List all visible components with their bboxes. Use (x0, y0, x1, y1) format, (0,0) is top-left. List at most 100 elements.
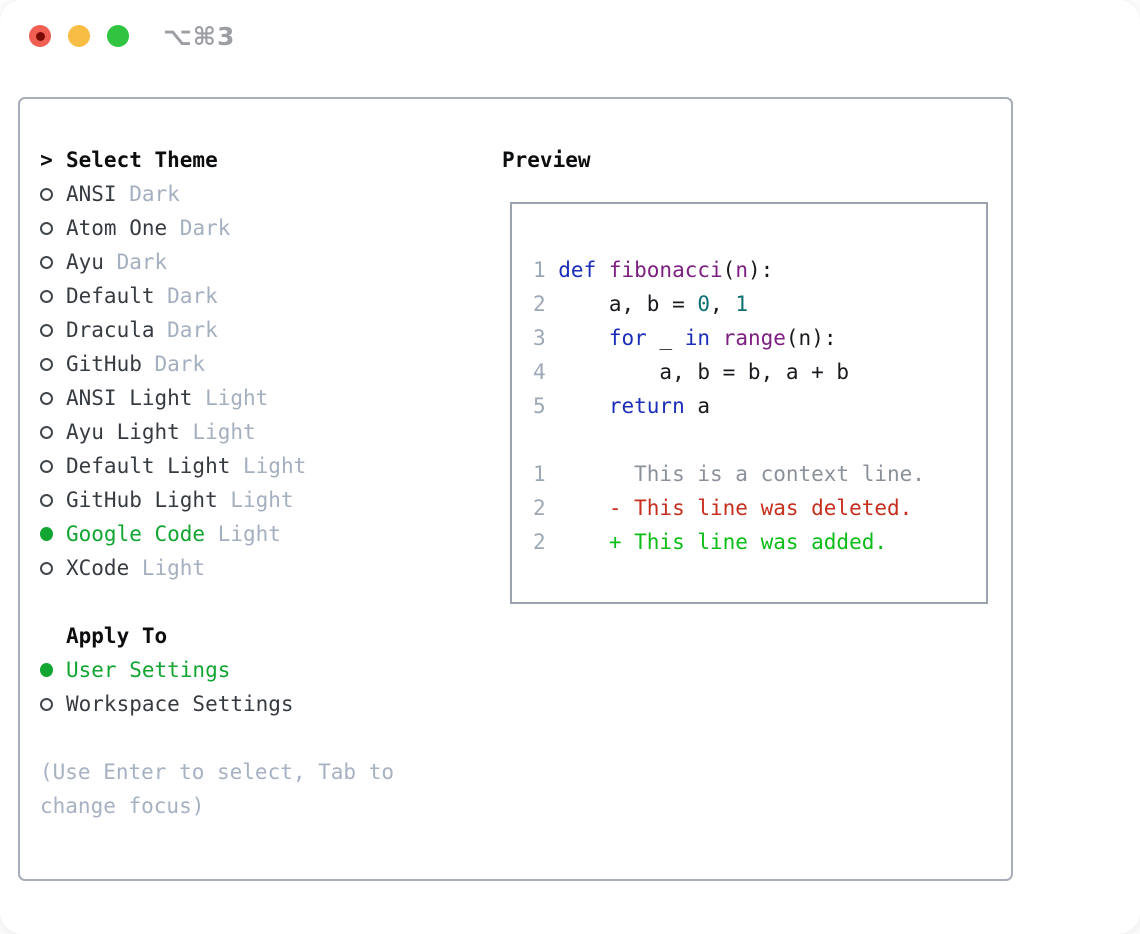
code-token: fibonacci (608, 258, 723, 282)
radio-marker-icon (40, 459, 53, 473)
theme-item[interactable]: Dracula Dark (40, 313, 490, 347)
code-token: a (684, 394, 711, 418)
radio-marker-icon (40, 425, 53, 439)
code-token: ( (722, 258, 736, 282)
radio-marker-icon (40, 357, 53, 371)
theme-name: Google Code (66, 522, 206, 546)
code-line: 2 + This line was added. (533, 525, 986, 559)
line-number: 1 (533, 258, 546, 282)
theme-variant: Dark (103, 250, 168, 274)
radio-marker-icon (40, 391, 53, 405)
code-token: , (710, 292, 736, 316)
theme-name: Dracula (66, 318, 155, 342)
radio-marker-icon (40, 289, 53, 303)
theme-item[interactable]: GitHub Light Light (40, 483, 490, 517)
radio-marker-icon (40, 561, 53, 575)
code-token: for (608, 326, 647, 350)
hint-line-2: change focus) (40, 794, 205, 818)
radio-marker-icon (40, 493, 53, 507)
theme-variant: Light (192, 386, 269, 410)
radio-marker-icon (40, 697, 53, 711)
theme-variant: Light (129, 556, 206, 580)
theme-item[interactable]: Default Light Light (40, 449, 490, 483)
line-number: 4 (533, 360, 546, 384)
code-token: (n): (785, 326, 837, 350)
theme-item[interactable]: GitHub Dark (40, 347, 490, 381)
line-number: 2 (533, 496, 546, 520)
prompt-icon: > (40, 148, 53, 172)
code-line (533, 423, 986, 457)
close-dot-icon (35, 31, 45, 41)
code-token: n (735, 258, 748, 282)
code-token: in (684, 326, 711, 350)
code-line: 1 This is a context line. (533, 457, 986, 491)
code-token: ): (747, 258, 774, 282)
apply-to-option[interactable]: Workspace Settings (40, 687, 490, 721)
code-line: 1 def fibonacci(n): (533, 253, 986, 287)
theme-name: GitHub Light (66, 488, 218, 512)
line-number: 5 (533, 394, 546, 418)
radio-marker-icon (40, 323, 53, 337)
code-token: return (608, 394, 685, 418)
zoom-button[interactable] (107, 25, 129, 47)
theme-name: GitHub (66, 352, 142, 376)
line-number: 3 (533, 326, 546, 350)
theme-item[interactable]: Default Dark (40, 279, 490, 313)
close-button[interactable] (29, 25, 51, 47)
theme-item[interactable]: Google Code Light (40, 517, 490, 551)
theme-item[interactable]: Atom One Dark (40, 211, 490, 245)
minimize-button[interactable] (68, 25, 90, 47)
radio-marker-icon (40, 221, 53, 235)
theme-name: ANSI (66, 182, 117, 206)
theme-item[interactable]: ANSI Dark (40, 177, 490, 211)
code-token: 0 (697, 292, 711, 316)
code-line: 4 a, b = b, a + b (533, 355, 986, 389)
radio-marker-icon (40, 527, 53, 541)
theme-name: Ayu (66, 250, 104, 274)
code-token: range (722, 326, 786, 350)
theme-name: Default Light (66, 454, 231, 478)
theme-variant: Dark (154, 318, 218, 342)
theme-item[interactable]: Ayu Light Light (40, 415, 490, 449)
theme-item[interactable]: Ayu Dark (40, 245, 490, 279)
hint-line-1: (Use Enter to select, Tab to (40, 760, 395, 784)
code-line: 3 for _ in range(n): (533, 321, 986, 355)
code-token: - This line was deleted. (558, 496, 913, 520)
line-number: 2 (533, 530, 546, 554)
spacer (40, 585, 490, 619)
radio-marker-icon (40, 187, 53, 201)
theme-variant: Dark (116, 182, 180, 206)
line-number: 1 (533, 462, 546, 486)
theme-variant: Light (205, 522, 281, 546)
code-token: + This line was added. (558, 530, 888, 554)
titlebar: ⌥⌘3 (0, 0, 1140, 72)
apply-option-name: User Settings (66, 658, 231, 682)
theme-variant: Light (230, 454, 307, 478)
code-token: def (558, 258, 609, 282)
theme-variant: Light (217, 488, 294, 512)
apply-option-name: Workspace Settings (66, 692, 294, 716)
preview-label: Preview (502, 148, 591, 172)
code-line: 5 return a (533, 389, 986, 423)
theme-name: Atom One (66, 216, 168, 240)
code-token: a, b = b, a + b (558, 360, 850, 384)
window-title: ⌥⌘3 (163, 21, 236, 51)
theme-name: Default (66, 284, 155, 308)
apply-to-option[interactable]: User Settings (40, 653, 490, 687)
theme-variant: Dark (141, 352, 206, 376)
code-token: a, b = (558, 292, 698, 316)
theme-item[interactable]: ANSI Light Light (40, 381, 490, 415)
theme-name: ANSI Light (66, 386, 193, 410)
theme-variant: Dark (167, 216, 231, 240)
theme-name: XCode (66, 556, 130, 580)
code-token (710, 326, 723, 350)
code-token (558, 394, 609, 418)
radio-marker-icon (40, 663, 53, 677)
theme-item[interactable]: XCode Light (40, 551, 490, 585)
theme-name: Ayu Light (66, 420, 180, 444)
